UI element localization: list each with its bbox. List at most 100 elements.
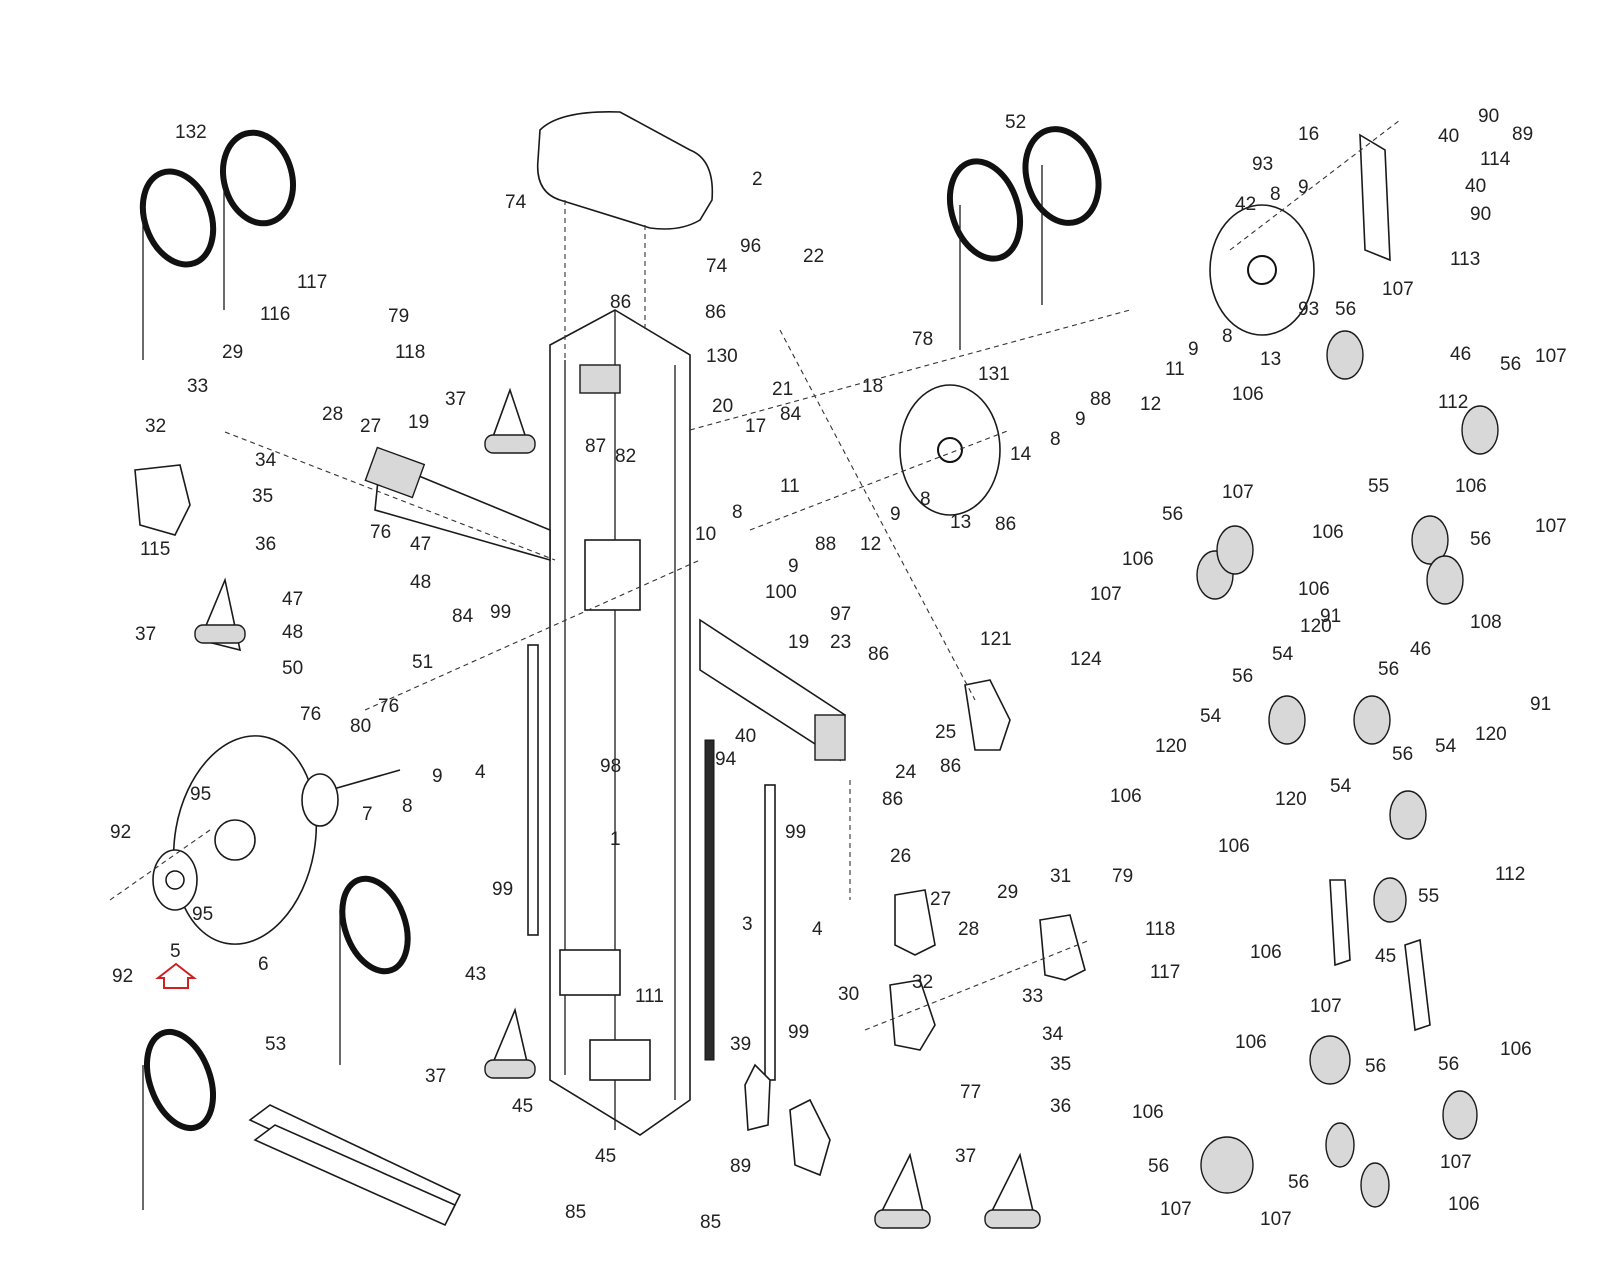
callout-13-b: 13 xyxy=(950,512,971,533)
callout-84-a: 84 xyxy=(452,606,474,627)
straps xyxy=(248,1104,462,1227)
callout-32-b: 32 xyxy=(912,972,933,993)
callout-22: 22 xyxy=(803,246,824,267)
callout-8-e: 8 xyxy=(1270,184,1281,205)
callout-37-c: 37 xyxy=(425,1066,446,1087)
callout-14: 14 xyxy=(1010,444,1032,465)
callout-56-i: 56 xyxy=(1438,1054,1459,1075)
callout-85-a: 85 xyxy=(565,1202,586,1223)
callout-92-b: 92 xyxy=(112,966,133,987)
callout-8-f: 8 xyxy=(920,489,931,510)
callout-106-i: 106 xyxy=(1235,1032,1267,1053)
callout-35-b: 35 xyxy=(1050,1054,1071,1075)
callout-11-a: 11 xyxy=(780,476,800,497)
callout-48-a: 47 xyxy=(410,534,431,555)
callout-7: 7 xyxy=(362,804,373,825)
callout-112-a: 112 xyxy=(1438,392,1468,413)
callout-86-c: 86 xyxy=(868,644,889,665)
arm-upper xyxy=(364,446,551,562)
callout-51: 51 xyxy=(412,652,433,673)
callout-36-b: 36 xyxy=(1050,1096,1071,1117)
callout-77: 77 xyxy=(960,1082,981,1103)
callout-40-b: 40 xyxy=(1465,176,1486,197)
callout-91-a: 91 xyxy=(1320,606,1341,627)
callout-42: 42 xyxy=(1235,194,1256,215)
callout-89-a: 89 xyxy=(730,1156,751,1177)
callout-29-a: 29 xyxy=(222,342,243,363)
callout-9-a: 9 xyxy=(432,766,443,787)
callout-33-a: 33 xyxy=(187,376,208,397)
callout-114: 114 xyxy=(1480,149,1511,170)
callout-8-c: 8 xyxy=(1050,429,1061,450)
callout-1: 1 xyxy=(610,829,621,850)
callout-76-a: 76 xyxy=(370,522,391,543)
callout-27-a: 27 xyxy=(360,416,381,437)
callout-76-b: 76 xyxy=(378,696,399,717)
callout-111: 111 xyxy=(635,986,664,1007)
callout-53: 53 xyxy=(265,1034,286,1055)
callout-37-b: 37 xyxy=(445,389,466,410)
cable-130 xyxy=(139,129,296,360)
callout-106-c: 106 xyxy=(1312,522,1344,543)
callout-54-d: 54 xyxy=(1330,776,1352,797)
callout-106-j: 106 xyxy=(1500,1039,1532,1060)
callout-28-b: 28 xyxy=(958,919,979,940)
callout-129: 131 xyxy=(978,364,1010,385)
callout-37-a: 37 xyxy=(135,624,156,645)
callout-88-b: 88 xyxy=(815,534,836,555)
callout-107-b: 107 xyxy=(1535,346,1567,367)
callout-9-d: 9 xyxy=(1188,339,1199,360)
callout-90-b: 90 xyxy=(1470,204,1491,225)
callout-100: 100 xyxy=(765,582,797,603)
callout-56-d: 56 xyxy=(1470,529,1491,550)
callout-78: 78 xyxy=(912,329,933,350)
callout-54-b: 54 xyxy=(1200,706,1222,727)
cable-132 xyxy=(339,875,411,1065)
callout-106-h: 106 xyxy=(1250,942,1282,963)
callout-106-l: 106 xyxy=(1448,1194,1480,1215)
callout-45-a: 45 xyxy=(512,1096,533,1117)
callout-25: 25 xyxy=(935,722,956,743)
callout-2: 2 xyxy=(752,169,763,190)
callout-107-h: 107 xyxy=(1160,1199,1192,1220)
callout-82: 82 xyxy=(615,446,636,467)
callout-8-a: 8 xyxy=(402,796,413,817)
callout-11-b: 11 xyxy=(1165,359,1185,380)
callout-91-b: 91 xyxy=(1530,694,1551,715)
callout-106-a: 106 xyxy=(1232,384,1264,405)
callout-32-a: 32 xyxy=(145,416,166,437)
callout-86-f: 86 xyxy=(995,514,1016,535)
callout-9-e: 9 xyxy=(1298,177,1309,198)
callout-90-a: 90 xyxy=(1478,106,1499,127)
callout-24: 24 xyxy=(895,762,917,783)
callout-43: 43 xyxy=(465,964,486,985)
callout-99-c: 99 xyxy=(492,879,513,900)
callout-84-b: 84 xyxy=(780,404,802,425)
callout-12-b: 12 xyxy=(860,534,881,555)
callout-113: 113 xyxy=(1450,249,1480,270)
callout-86-a: 86 xyxy=(610,292,631,313)
callout-89-b: 89 xyxy=(1512,124,1533,145)
callout-117: 117 xyxy=(297,272,327,293)
callout-34-a: 34 xyxy=(255,450,277,471)
spring-rod xyxy=(704,739,715,1061)
callout-74-b: 74 xyxy=(706,256,728,277)
callout-115: 115 xyxy=(140,539,170,560)
callout-94-a: 95 xyxy=(190,784,211,805)
callout-88-a: 88 xyxy=(1090,389,1111,410)
pole-right xyxy=(764,784,776,1081)
callout-49-b: 48 xyxy=(282,622,303,643)
callout-55-b: 55 xyxy=(1418,886,1439,907)
callout-116: 116 xyxy=(260,304,290,325)
callout-33-b: 33 xyxy=(1022,986,1043,1007)
callout-45-b: 45 xyxy=(595,1146,616,1167)
callout-19-b: 19 xyxy=(788,632,809,653)
callout-50: 50 xyxy=(282,658,303,679)
callout-8-d: 8 xyxy=(1222,326,1233,347)
callout-30: 30 xyxy=(838,984,859,1005)
callout-47-b: 46 xyxy=(1410,639,1431,660)
seat-pad xyxy=(536,111,714,360)
callout-56-h: 56 xyxy=(1365,1056,1386,1077)
callout-40-a: 40 xyxy=(1438,126,1459,147)
